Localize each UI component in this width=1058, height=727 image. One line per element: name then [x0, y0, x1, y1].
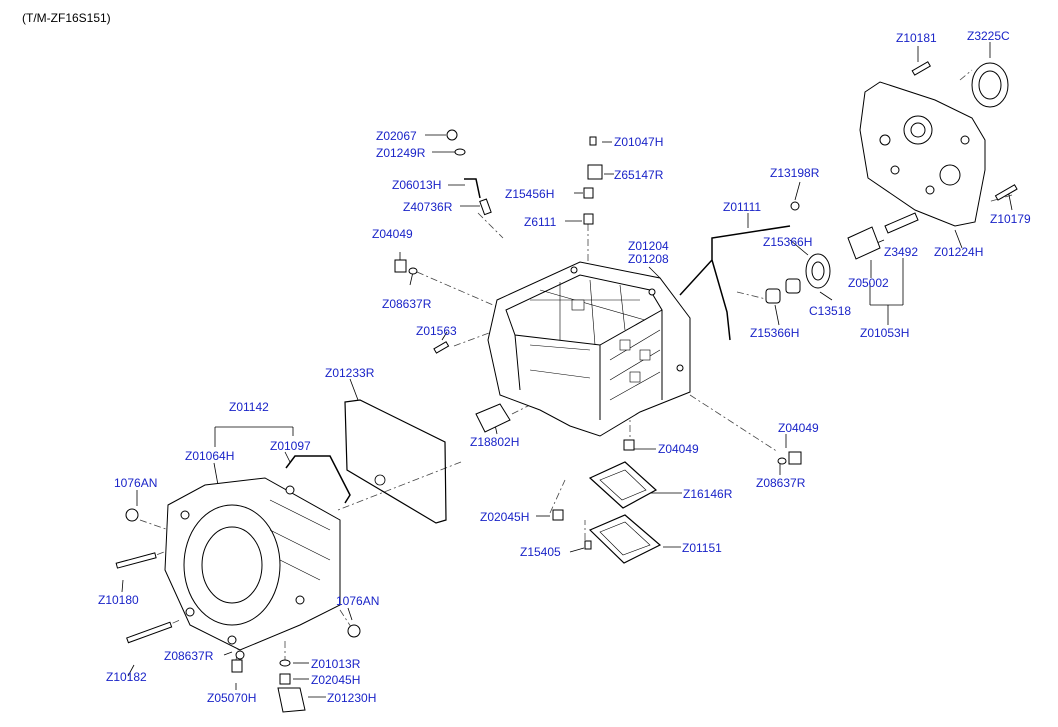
clutch-housing [164, 477, 341, 651]
part-label-z01224h[interactable]: Z01224H [934, 245, 984, 259]
gasket-z01233r [344, 399, 447, 524]
part-label-z01142[interactable]: Z01142 [229, 400, 269, 414]
part-label-z04049-c[interactable]: Z04049 [658, 442, 699, 456]
part-label-z01230h[interactable]: Z01230H [327, 691, 377, 705]
part-label-z16146r[interactable]: Z16146R [683, 487, 733, 501]
part-label-z01111[interactable]: Z01111 [723, 200, 762, 214]
part-label-z02045h-b[interactable]: Z02045H [311, 673, 361, 687]
part-label-z08637r-b[interactable]: Z08637R [756, 476, 806, 490]
rear-cover [859, 62, 1009, 227]
part-label-z02067[interactable]: Z02067 [376, 129, 417, 143]
part-label-z06013h[interactable]: Z06013H [392, 178, 442, 192]
part-label-z3225c[interactable]: Z3225C [967, 29, 1010, 43]
pipe-z06013h [464, 178, 481, 199]
part-label-z18802h[interactable]: Z18802H [470, 435, 520, 449]
part-label-z01151[interactable]: Z01151 [682, 541, 722, 555]
part-label-z15366h-b[interactable]: Z15366H [750, 326, 800, 340]
part-label-z10182[interactable]: Z10182 [106, 670, 147, 684]
part-label-z01249r[interactable]: Z01249R [376, 146, 426, 160]
part-label-z6111[interactable]: Z6111 [524, 215, 557, 229]
part-label-z01047h[interactable]: Z01047H [614, 135, 664, 149]
part-label-z01013r[interactable]: Z01013R [311, 657, 361, 671]
part-label-z01097[interactable]: Z01097 [270, 439, 311, 453]
cover-z01151 [588, 514, 662, 564]
part-label-z01563[interactable]: Z01563 [416, 324, 457, 338]
part-label-z10180[interactable]: Z10180 [98, 593, 139, 607]
part-label-z01208[interactable]: Z01208 [628, 252, 669, 266]
main-case [487, 261, 691, 437]
part-label-z05070h[interactable]: Z05070H [207, 691, 257, 705]
seal-z18802h [475, 403, 511, 433]
part-label-z10181[interactable]: Z10181 [896, 31, 937, 45]
part-label-z10179[interactable]: Z10179 [990, 212, 1031, 226]
part-label-z13198r[interactable]: Z13198R [770, 166, 820, 180]
part-label-z04049-a[interactable]: Z04049 [372, 227, 413, 241]
shaft-z05002 [847, 212, 919, 260]
part-label-z3492[interactable]: Z3492 [884, 245, 919, 259]
part-label-z15456h[interactable]: Z15456H [505, 187, 555, 201]
part-label-z08637r-a[interactable]: Z08637R [382, 297, 432, 311]
part-label-z04049-b[interactable]: Z04049 [778, 421, 819, 435]
pipe-z01111 [679, 225, 791, 341]
part-label-z65147r[interactable]: Z65147R [614, 168, 664, 182]
gear-c13518 [805, 253, 831, 289]
part-label-z05002[interactable]: Z05002 [848, 276, 889, 290]
part-label-z02045h-a[interactable]: Z02045H [480, 510, 530, 524]
part-label-z40736r[interactable]: Z40736R [403, 200, 453, 214]
small-parts [115, 61, 1018, 713]
part-label-z01064h[interactable]: Z01064H [185, 449, 235, 463]
part-label-z01053h[interactable]: Z01053H [860, 326, 910, 340]
diagram-title: (T/M-ZF16S151) [22, 11, 111, 25]
bearings-z15366h [765, 278, 801, 304]
part-label-z08637r-c[interactable]: Z08637R [164, 649, 214, 663]
leader-lines [121, 42, 1013, 698]
part-label-z01233r[interactable]: Z01233R [325, 366, 375, 380]
part-label-1076an-b[interactable]: 1076AN [336, 594, 380, 608]
cover-z16146r [588, 461, 658, 509]
part-label-c13518[interactable]: C13518 [809, 304, 852, 318]
pipe-z01097 [285, 455, 351, 504]
part-label-1076an-a[interactable]: 1076AN [114, 476, 158, 490]
part-label-z15366h-a[interactable]: Z15366H [763, 235, 813, 249]
part-label-z15405[interactable]: Z15405 [520, 545, 561, 559]
part-label-z01204[interactable]: Z01204 [628, 239, 669, 253]
